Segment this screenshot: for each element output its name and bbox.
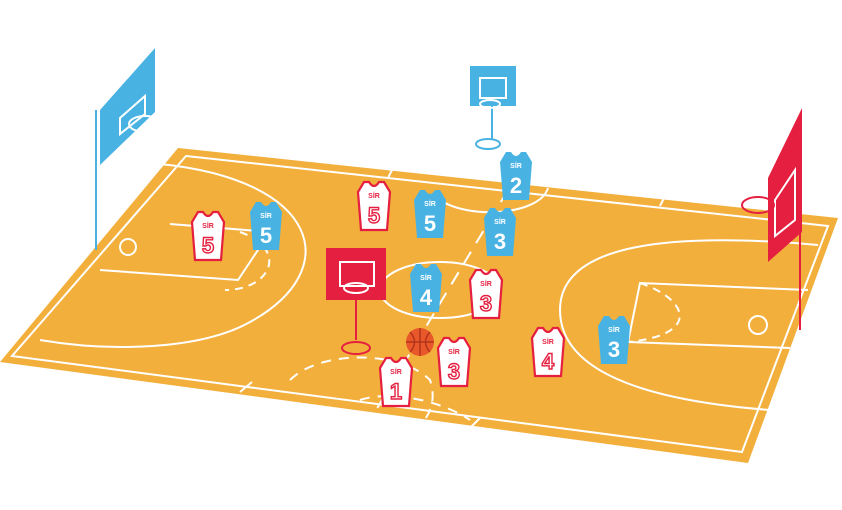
jersey-number: 4 xyxy=(420,285,433,310)
player-blue-4: SİR 4 xyxy=(410,264,442,312)
blue-jersey-icon xyxy=(414,190,446,238)
jersey-brand-label: SİR xyxy=(480,280,492,288)
red-jersey-icon xyxy=(190,210,226,262)
center-hoop-icon xyxy=(470,66,516,150)
jersey-number: 5 xyxy=(260,223,272,248)
jersey-number: 3 xyxy=(494,229,506,254)
player-blue-5: SİR 5 xyxy=(414,190,446,238)
player-red-3: SİR 3 xyxy=(436,336,472,388)
player-red-3: SİR 3 xyxy=(468,268,504,320)
jersey-brand-label: SİR xyxy=(608,326,620,334)
jersey-brand-label: SİR xyxy=(494,218,506,226)
jersey-brand-label: SİR xyxy=(510,162,522,170)
jersey-number: 3 xyxy=(448,359,460,384)
jersey-number: 3 xyxy=(480,291,492,316)
blue-jersey-icon xyxy=(484,208,516,256)
jersey-brand-label: SİR xyxy=(448,348,460,356)
blue-jersey-icon xyxy=(500,152,532,200)
jersey-number: 2 xyxy=(510,173,522,198)
jersey-brand-label: SİR xyxy=(202,222,214,230)
red-jersey-icon xyxy=(436,336,472,388)
red-jersey-icon xyxy=(378,356,414,408)
jersey-number: 5 xyxy=(424,211,436,236)
blue-jersey-icon xyxy=(598,316,630,364)
jersey-brand-label: SİR xyxy=(424,200,436,208)
jersey-number: 4 xyxy=(542,349,555,374)
player-blue-3: SİR 3 xyxy=(598,316,630,364)
jersey-number: 5 xyxy=(368,203,380,228)
basketball-icon xyxy=(406,328,434,356)
player-blue-5: SİR 5 xyxy=(250,202,282,250)
player-red-4: SİR 4 xyxy=(530,326,566,378)
jersey-brand-label: SİR xyxy=(542,338,554,346)
jersey-brand-label: SİR xyxy=(368,192,380,200)
player-red-1: SİR 1 xyxy=(378,356,414,408)
blue-jersey-icon xyxy=(250,202,282,250)
jersey-number: 1 xyxy=(390,379,402,404)
jersey-number: 3 xyxy=(608,337,620,362)
left-hoop-icon xyxy=(95,48,162,250)
blue-jersey-icon xyxy=(410,264,442,312)
red-jersey-icon xyxy=(468,268,504,320)
player-blue-3: SİR 3 xyxy=(484,208,516,256)
red-jersey-icon xyxy=(356,180,392,232)
player-blue-2: SİR 2 xyxy=(500,152,532,200)
jersey-brand-label: SİR xyxy=(260,212,272,220)
right-hoop-icon xyxy=(741,108,802,330)
jersey-brand-label: SİR xyxy=(420,274,432,282)
player-red-5: SİR 5 xyxy=(356,180,392,232)
player-red-5: SİR 5 xyxy=(190,210,226,262)
foreground-hoop-icon xyxy=(326,248,386,355)
jersey-brand-label: SİR xyxy=(390,368,402,376)
red-jersey-icon xyxy=(530,326,566,378)
jersey-number: 5 xyxy=(202,233,214,258)
